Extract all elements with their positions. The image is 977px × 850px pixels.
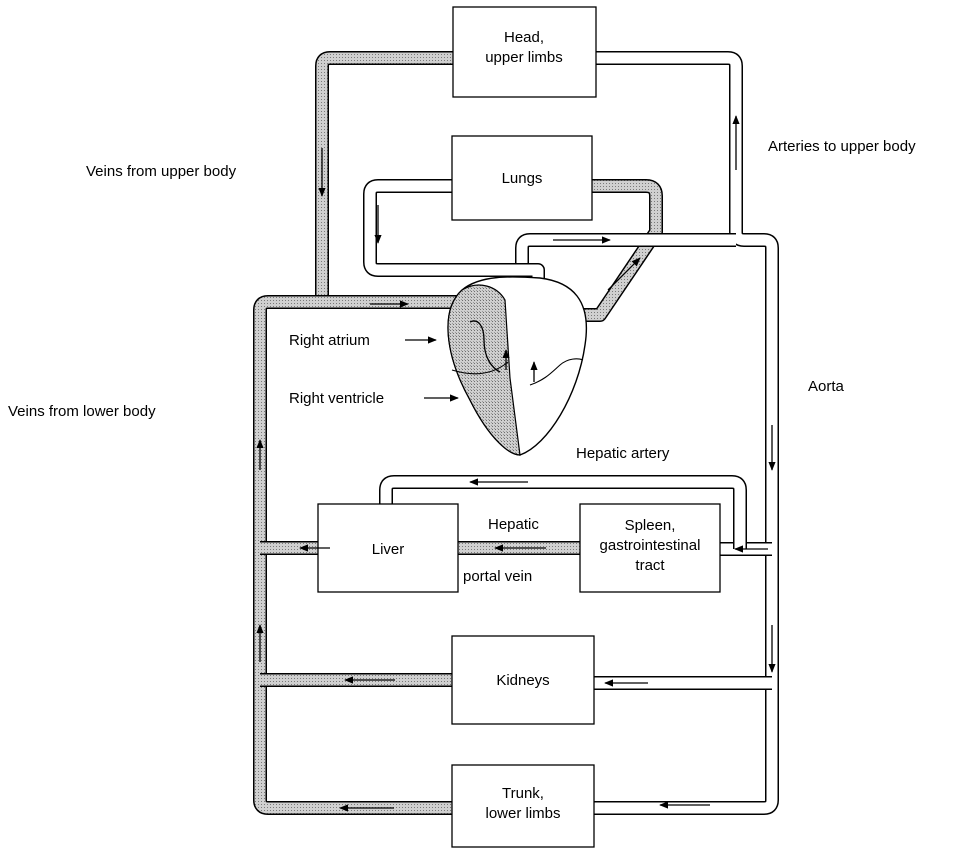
- svg-text:tract: tract: [635, 557, 665, 574]
- label-veins-upper: Veins from upper body: [86, 163, 237, 180]
- label-right-atrium: Right atrium: [289, 332, 370, 349]
- organ-kidneys: Kidneys: [452, 636, 594, 724]
- svg-text:Spleen,: Spleen,: [625, 517, 676, 534]
- svg-text:Kidneys: Kidneys: [496, 672, 549, 689]
- label-hepatic-artery: Hepatic artery: [576, 445, 670, 462]
- svg-text:Trunk,: Trunk,: [502, 785, 544, 802]
- label-veins-lower: Veins from lower body: [8, 403, 156, 420]
- label-aorta: Aorta: [808, 378, 845, 395]
- organ-liver: Liver: [318, 504, 458, 592]
- label-right-ventricle: Right ventricle: [289, 390, 384, 407]
- svg-text:Lungs: Lungs: [502, 170, 543, 187]
- label-hepatic: Hepatic: [488, 516, 539, 533]
- label-portal-vein: portal vein: [463, 568, 532, 585]
- organ-lungs: Lungs: [452, 136, 592, 220]
- label-arteries-upper: Arteries to upper body: [768, 138, 916, 155]
- organ-trunk: Trunk, lower limbs: [452, 765, 594, 847]
- organ-head: Head, upper limbs: [453, 7, 596, 97]
- svg-text:upper limbs: upper limbs: [485, 49, 563, 66]
- svg-text:gastrointestinal: gastrointestinal: [600, 537, 701, 554]
- heart: [448, 277, 586, 455]
- svg-text:lower limbs: lower limbs: [485, 805, 560, 822]
- svg-text:Head,: Head,: [504, 29, 544, 46]
- organ-spleen-gi: Spleen, gastrointestinal tract: [580, 504, 720, 592]
- aorta: [594, 58, 772, 808]
- svg-text:Liver: Liver: [372, 541, 405, 558]
